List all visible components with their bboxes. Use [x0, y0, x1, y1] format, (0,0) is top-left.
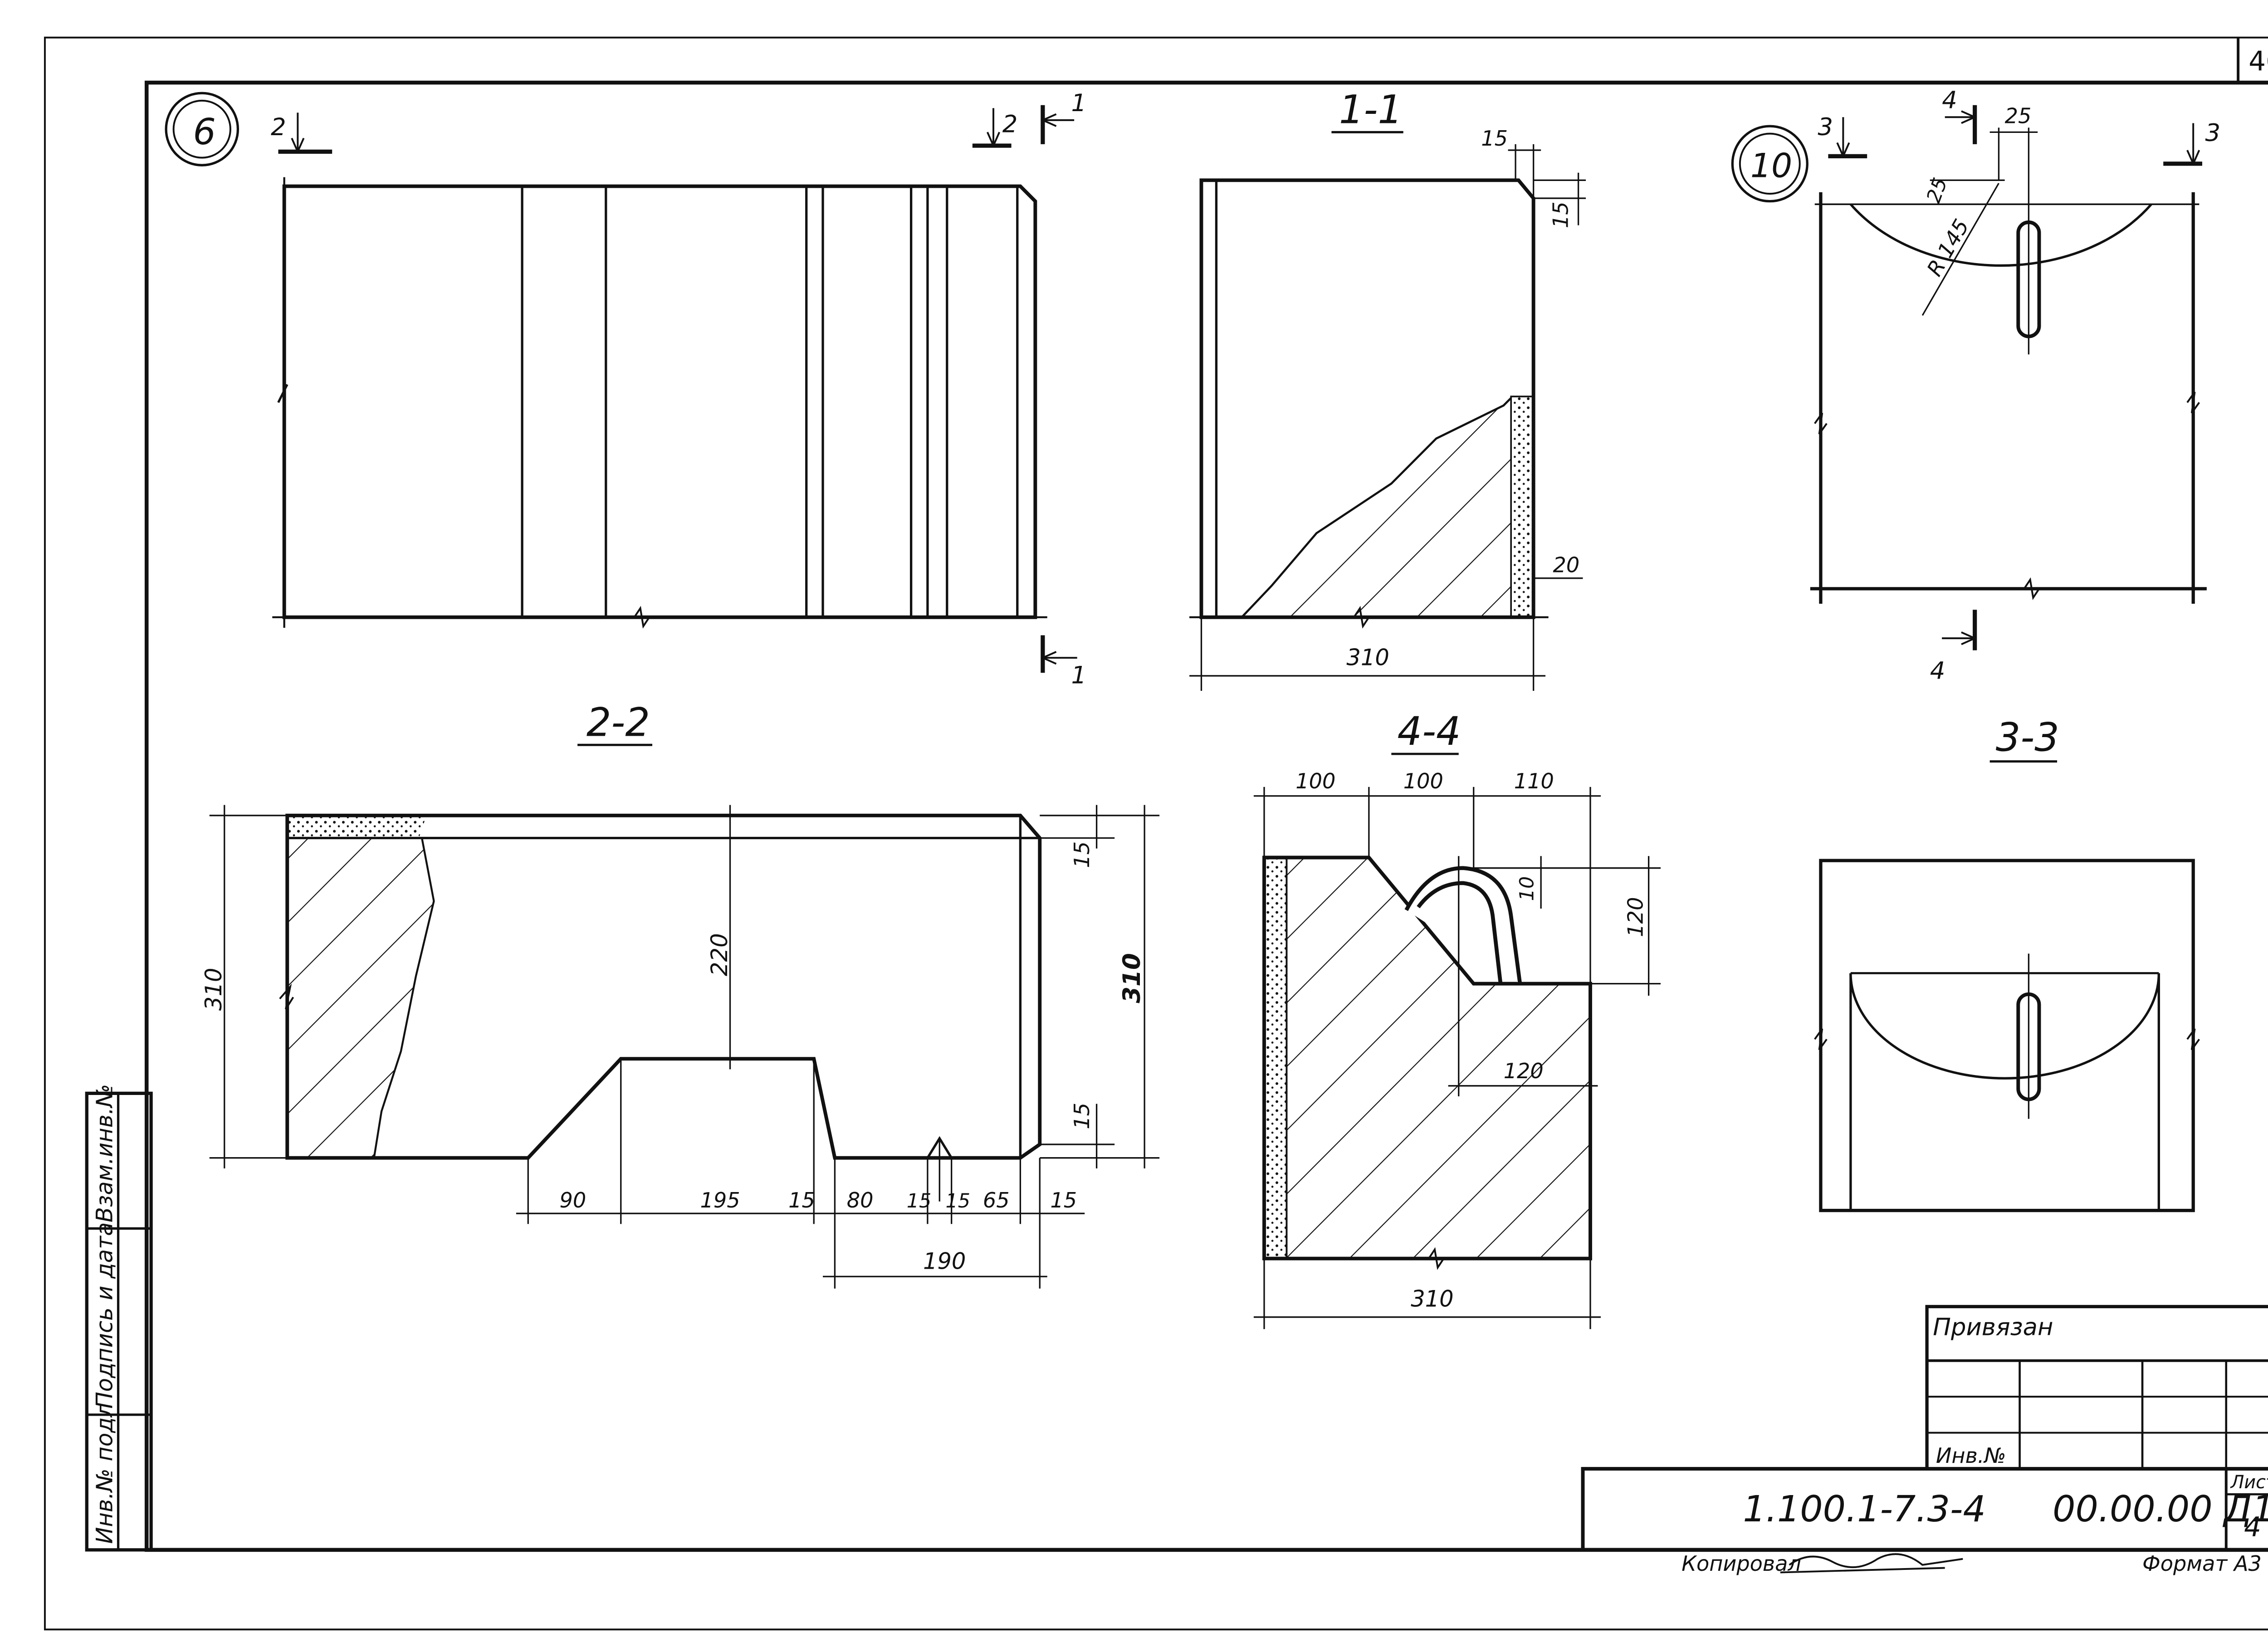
svg-text:110: 110: [1514, 769, 1554, 793]
stamp-vzam: Взам.инв.№: [91, 1084, 117, 1222]
svg-text:20: 20: [1553, 552, 1580, 577]
svg-text:310: 310: [1118, 953, 1146, 1003]
view-mark-6: 6: [165, 92, 240, 166]
sheet-frame: [44, 36, 2268, 1631]
svg-text:2: 2: [1002, 110, 1018, 138]
privyazan-label: Привязан: [1933, 1313, 2053, 1341]
svg-text:190: 190: [923, 1248, 966, 1275]
side-stamp: Взам.инв.№ Подпись и дата Инв.№ подл: [85, 1084, 153, 1552]
cut-mark-2-right: 2: [972, 108, 1018, 148]
stamp-inv: Инв.№ подл: [91, 1403, 117, 1544]
section-3-3: 3-3: [1814, 715, 2200, 1212]
svg-text:120: 120: [1623, 897, 1648, 937]
svg-text:80: 80: [847, 1188, 874, 1212]
svg-text:2: 2: [271, 113, 286, 141]
svg-text:100: 100: [1295, 769, 1335, 793]
svg-text:15: 15: [788, 1188, 815, 1212]
svg-text:1: 1: [1071, 661, 1087, 689]
svg-text:195: 195: [700, 1188, 740, 1212]
svg-text:15: 15: [1070, 1103, 1094, 1129]
svg-text:10: 10: [1750, 147, 1792, 186]
view-6: 6 2 2 1 1: [165, 89, 1087, 689]
cut-mark-2-left: 2: [271, 112, 332, 154]
section-4-4: 4-4 100 100 110 10 120 120 310: [1253, 709, 1661, 1329]
svg-text:4: 4: [1942, 86, 1957, 114]
svg-text:3: 3: [2205, 119, 2221, 147]
svg-text:310: 310: [1411, 1285, 1453, 1312]
svg-text:10: 10: [1516, 876, 1539, 901]
cut-mark-1-bottom: 1: [1040, 635, 1087, 689]
svg-text:15: 15: [1549, 201, 1573, 228]
svg-text:120: 120: [1504, 1059, 1544, 1083]
stamp-podpis: Подпись и дата: [91, 1222, 117, 1408]
svg-text:15: 15: [1050, 1188, 1077, 1212]
format-label: Формат А3: [2142, 1551, 2262, 1576]
cut-mark-3-right: 3: [2163, 119, 2221, 166]
svg-text:310: 310: [1346, 645, 1389, 671]
section-label-3-3: 3-3: [1996, 715, 2059, 760]
svg-text:15: 15: [1481, 126, 1508, 151]
page-number: 46: [2248, 46, 2268, 78]
sheet-number: 4: [2244, 1512, 2261, 1543]
svg-text:90: 90: [560, 1188, 587, 1212]
page-number-box: 46: [2237, 37, 2268, 83]
svg-text:R 145: R 145: [1922, 215, 1974, 280]
svg-text:15: 15: [945, 1190, 970, 1212]
doc-number: 00.00.00 Д1: [2053, 1488, 2268, 1530]
cut-mark-3-left: 3: [1818, 113, 1867, 159]
svg-text:4: 4: [1930, 657, 1945, 684]
cut-mark-1-top: 1: [1040, 89, 1087, 144]
section-label-2-2: 2-2: [587, 700, 650, 745]
section-label-4-4: 4-4: [1398, 709, 1461, 754]
svg-text:310: 310: [200, 968, 227, 1011]
copier-signature: [1780, 1553, 1963, 1574]
title-block: Привязан Инв.№ 1.100.1-7.3-4 00.00.00 Д1…: [1581, 1305, 2268, 1576]
section-2-2: 2-2 310 220 15 310 15: [200, 700, 1160, 1289]
view-10: 10 3 3 4 4: [1731, 86, 2221, 685]
svg-text:1: 1: [1071, 89, 1087, 117]
section-label-1-1: 1-1: [1339, 87, 1403, 132]
svg-text:65: 65: [983, 1188, 1010, 1212]
svg-text:15: 15: [907, 1190, 932, 1212]
svg-text:25: 25: [2005, 103, 2032, 128]
svg-text:15: 15: [1070, 841, 1094, 868]
cut-mark-4-bottom: 4: [1930, 610, 1977, 685]
cut-mark-4-top: 4: [1942, 86, 1977, 144]
svg-text:6: 6: [193, 111, 215, 153]
svg-text:220: 220: [706, 933, 733, 976]
svg-text:3: 3: [1818, 113, 1833, 141]
doc-code: 1.100.1-7.3-4: [1743, 1488, 1985, 1530]
sheet-label: Лист: [2230, 1472, 2268, 1493]
view-mark-10: 10: [1731, 125, 1809, 203]
section-1-1: 1-1 15 15 20 310: [1189, 87, 1586, 691]
svg-text:100: 100: [1403, 769, 1443, 793]
inv-no-label: Инв.№: [1936, 1443, 2006, 1468]
